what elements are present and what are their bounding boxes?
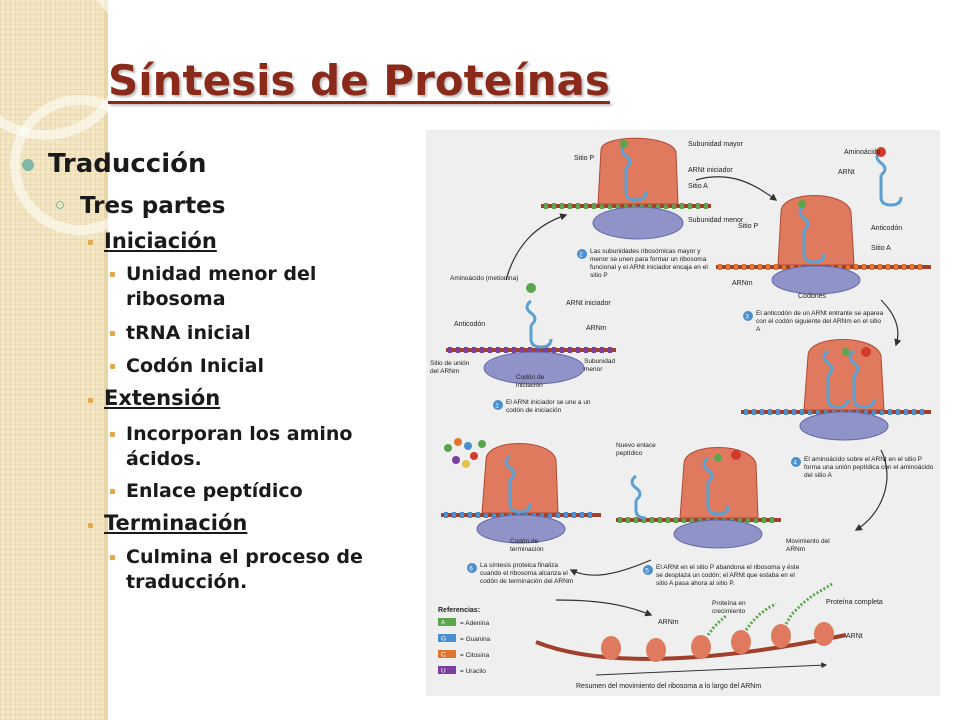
section-item: Enlace peptídico	[126, 480, 303, 502]
legend-item: = Guanina	[460, 636, 491, 643]
step-text: Las subunidades ribosómicas mayor y meno…	[590, 248, 708, 279]
label-arnt-iniciador: ARNt iniciador	[566, 300, 611, 307]
label-proteina-crecimiento: Proteína en crecimiento	[712, 600, 746, 615]
label-arnm: ARNm	[732, 280, 753, 287]
step-text: El aminoácido sobre el ARNt en el sitio …	[804, 456, 934, 479]
ribosome-incoming-trna	[716, 147, 931, 295]
section-item: Codón Inicial	[126, 355, 265, 377]
legend-code: C	[441, 652, 446, 659]
legend: Referencias: A = Adenina G = Guanina C =…	[438, 607, 491, 675]
step-number: 4	[793, 460, 797, 467]
label-proteina-completa: Proteína completa	[826, 599, 883, 606]
label-anticodon: Anticodón	[871, 225, 902, 232]
label-subunidad-mayor: Subunidad mayor	[688, 141, 744, 148]
cycle-arrow	[505, 213, 568, 281]
cycle-arrow	[880, 299, 902, 347]
step-text: El ARNt iniciador se une a un codón de i…	[506, 399, 591, 414]
step-text: El ARNt en el sitio P abandona el riboso…	[656, 564, 800, 587]
cycle-arrow	[569, 559, 652, 576]
label-arnt: ARNt	[838, 169, 855, 176]
legend-code: U	[441, 668, 446, 675]
initiation-complex	[446, 283, 616, 385]
bullet-dot	[22, 159, 34, 171]
legend-item: = Uracilo	[460, 668, 486, 675]
section-item: tRNA inicial	[126, 322, 251, 344]
cycle-arrow	[695, 176, 778, 201]
bullet-square	[110, 489, 115, 494]
label-aminoacido: Aminoácido	[844, 149, 881, 156]
section-title-iniciacion: Iniciación	[104, 229, 217, 253]
label-arnt-iniciador: ARNt iniciador	[688, 167, 733, 174]
cycle-arrow	[854, 449, 888, 531]
bullet-square	[110, 432, 115, 437]
legend-code: A	[441, 620, 446, 627]
step-number: 6	[469, 566, 473, 573]
label-subunidad-menor: Subunidad menor	[584, 358, 616, 373]
label-codones: Codones	[798, 293, 827, 300]
legend-item: = Citosina	[460, 652, 489, 659]
label-sitio-p: Sitio P	[738, 223, 759, 230]
step-number: 1	[495, 403, 499, 410]
cycle-arrow	[555, 599, 653, 617]
legend-code: G	[441, 636, 446, 643]
bullet-square	[88, 240, 93, 245]
section-item: Culmina el proceso de traducción.	[126, 546, 363, 593]
label-codon-terminacion: Codón de terminación	[510, 538, 544, 553]
decorative-strip-edge	[104, 0, 108, 720]
decorative-ring	[10, 95, 150, 235]
legend-title: Referencias:	[438, 607, 480, 614]
translation-diagram: Subunidad mayor Sitio P ARNt iniciador S…	[426, 130, 940, 696]
legend-item: = Adenina	[460, 620, 489, 627]
label-movimiento-arnm: Movimiento del ARNm	[786, 538, 830, 553]
label-aminoacido-metionina: Aminoácido (metionina)	[450, 275, 518, 282]
label-nuevo-enlace: Nuevo enlace peptídico	[616, 442, 656, 457]
bullet-square	[110, 364, 115, 369]
step-text: La síntesis proteica finaliza cuando el …	[480, 562, 574, 585]
section-title-terminacion: Terminación	[104, 511, 248, 535]
bullet-square	[110, 331, 115, 336]
ribosome-assembled	[541, 137, 711, 240]
section-title-extension: Extensión	[104, 386, 221, 410]
step-number: 2	[579, 252, 583, 259]
label-arnm: ARNm	[586, 325, 607, 332]
label-sitio-a: Sitio A	[871, 245, 891, 252]
bullet-square	[88, 523, 93, 528]
bullet-square	[88, 398, 93, 403]
slide-title: Síntesis de Proteínas	[108, 56, 610, 105]
ribosome-termination	[441, 438, 601, 544]
polysome-summary	[535, 582, 847, 676]
step-number: 3	[745, 314, 749, 321]
label-arnt: ARNt	[846, 633, 863, 640]
section-item: Unidad menor del ribosoma	[126, 263, 317, 310]
ribosome-two-trnas	[741, 339, 931, 441]
ribosome-translocation	[616, 447, 781, 549]
bullet-square	[110, 272, 115, 277]
step-number: 5	[645, 568, 649, 575]
label-sitio-a: Sitio A	[688, 183, 708, 190]
outline-heading: Traducción	[48, 149, 207, 179]
figure-caption: Resumen del movimiento del ribosoma a lo…	[576, 683, 761, 690]
step-text: El anticodón de un ARNt entrante se apar…	[756, 310, 884, 333]
label-sitio-union: Sitio de unión del ARNm	[430, 360, 470, 375]
slide-outline: Traducción Tres partes Iniciación Unidad…	[0, 0, 420, 720]
label-codon-iniciacion: Codón de iniciación	[516, 374, 545, 389]
label-anticodon: Anticodón	[454, 321, 485, 328]
section-item: Incorporan los amino ácidos.	[126, 423, 353, 470]
outline-subheading: Tres partes	[80, 193, 226, 219]
label-subunidad-menor: Subunidad menor	[688, 217, 744, 224]
bullet-ring	[56, 201, 64, 209]
label-arnm: ARNm	[658, 619, 679, 626]
label-sitio-p: Sitio P	[574, 155, 595, 162]
bullet-square	[110, 555, 115, 560]
